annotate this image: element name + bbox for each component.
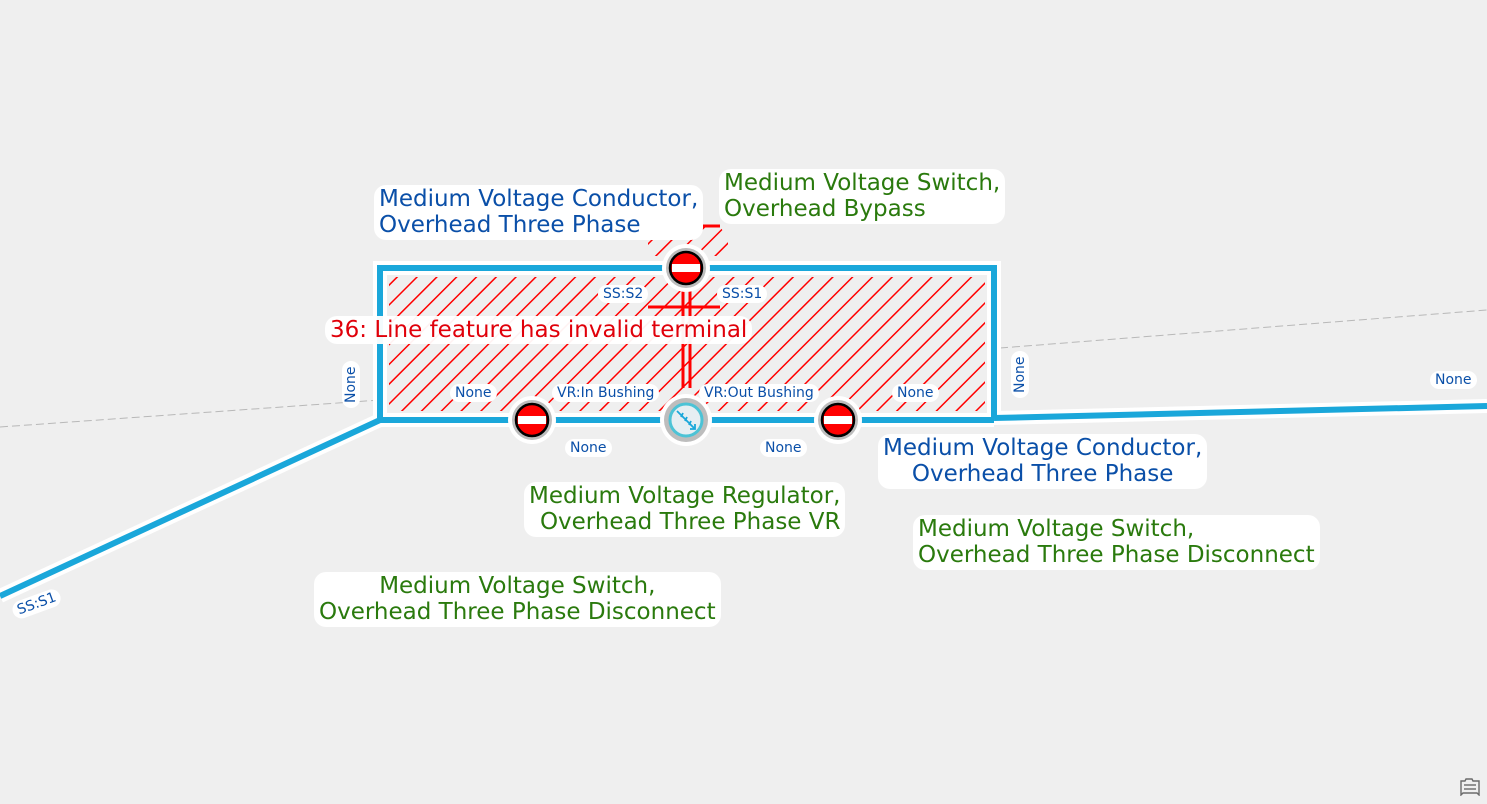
terminal-label-none-right-lower: None [760,439,807,458]
label-conductor-top: Medium Voltage Conductor, Overhead Three… [374,185,704,240]
terminal-label-none-left-upper: None [450,384,497,403]
label-conductor-right: Medium Voltage Conductor, Overhead Three… [878,434,1208,489]
label-switch-left: Medium Voltage Switch, Overhead Three Ph… [314,572,721,627]
label-switch-bypass: Medium Voltage Switch, Overhead Bypass [719,169,1006,224]
terminal-label-vr-out: VR:Out Bushing [699,384,819,403]
terminal-label-none-vertical-left: None [342,361,361,408]
voltage-regulator[interactable] [660,394,712,446]
switch-left[interactable] [508,396,556,444]
terminal-label-none-right-upper: None [892,384,939,403]
conductor-right-feeder [993,403,1487,421]
terminal-label-none-vertical-right: None [1011,351,1030,398]
switch-bypass[interactable] [662,244,710,292]
map-status-icon[interactable] [1459,778,1481,796]
conductor-left-feeder [0,417,382,599]
terminal-label-vr-in: VR:In Bushing [552,384,660,403]
terminal-label-none-far-right: None [1430,371,1477,390]
error-label[interactable]: 36: Line feature has invalid terminal [325,316,753,345]
switch-right[interactable] [814,396,862,444]
label-switch-right: Medium Voltage Switch, Overhead Three Ph… [913,515,1320,570]
dashed-reference-line-right [999,309,1487,349]
terminal-label-ss-s1-top: SS:S1 [717,285,768,304]
label-regulator: Medium Voltage Regulator, Overhead Three… [524,482,846,537]
dashed-reference-line-left [0,399,381,428]
terminal-label-none-left-lower: None [565,439,612,458]
terminal-label-ss-s2: SS:S2 [598,285,649,304]
